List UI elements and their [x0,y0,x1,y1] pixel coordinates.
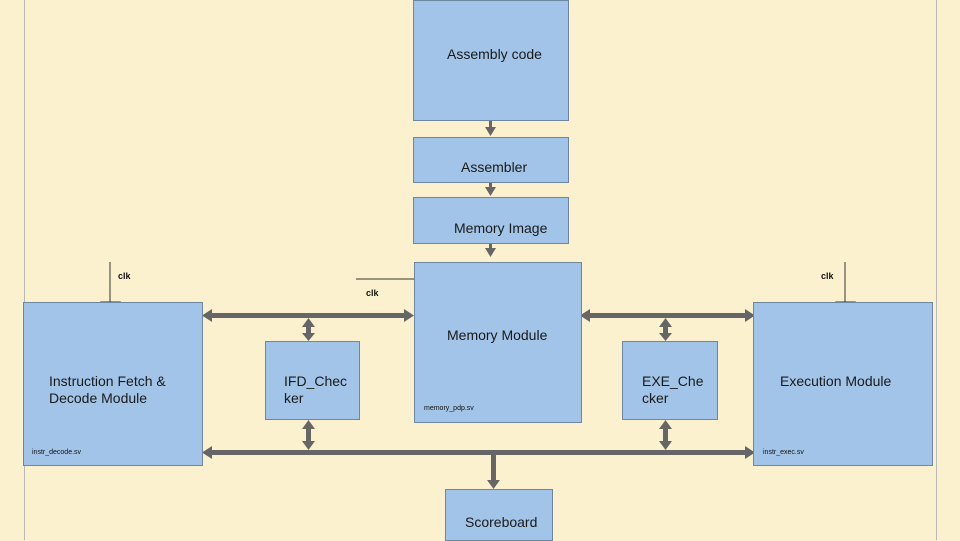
flow-arrowhead-3 [485,248,496,257]
exe-checker-bottom-link [663,426,668,444]
assembler-block: Assembler [413,137,569,183]
memory-module-file: memory_pdp.sv [424,405,474,412]
assembly-code-block: Assembly code [413,0,569,121]
clock-label-left: clk [118,271,131,281]
memory-image-block: Memory Image [413,197,569,244]
execution-module-block: Execution Module instr_exec.sv [753,302,933,466]
exe-checker-bottom-head-up [659,420,672,429]
exe-checker-top-link [663,324,668,336]
clock-label-center: clk [366,288,379,298]
bottom-bus [210,450,745,455]
ifd-checker-label: IFD_Chec ker [284,373,348,406]
instruction-fetch-decode-file: instr_decode.sv [32,449,82,456]
right-page-edge [936,0,937,540]
memory-module-block: Memory Module memory_pdp.sv [414,262,582,423]
ifd-checker-top-head-up [302,318,315,327]
ifd-checker-block: IFD_Chec ker [265,341,360,420]
scoreboard-link-head [487,480,500,489]
assembler-label: Assembler [461,159,528,175]
bottom-bus-head-right [745,446,755,459]
right-upper-bus-head-right [745,309,755,322]
flow-arrow-shaft-2 [489,182,492,188]
right-upper-bus [588,313,745,318]
ifd-checker-top-link [306,324,311,336]
left-upper-bus-head-left [202,309,212,322]
ifd-checker-bottom-link [306,426,311,444]
exe-checker-top-head-up [659,318,672,327]
scoreboard-link [491,455,496,482]
right-upper-bus-head-left [580,309,590,322]
flow-arrowhead-1 [485,127,496,136]
instruction-fetch-decode-block: Instruction Fetch & Decode Module instr_… [23,302,203,466]
clock-label-right: clk [821,271,834,281]
left-upper-bus-head-right [404,309,414,322]
flow-arrowhead-2 [485,187,496,196]
scoreboard-label: Scoreboard [465,514,538,530]
scoreboard-block: Scoreboard [445,489,553,541]
ifd-checker-bottom-head-down [302,441,315,450]
instruction-fetch-decode-label: Instruction Fetch & Decode Module [49,373,166,406]
left-upper-bus [210,313,406,318]
flow-arrow-shaft-3 [489,243,492,249]
exe-checker-label: EXE_Che cker [642,373,704,406]
exe-checker-top-head-down [659,333,672,341]
execution-module-label: Execution Module [780,373,892,389]
left-page-edge [24,0,25,540]
ifd-checker-top-head-down [302,333,315,341]
flow-arrow-shaft-1 [489,120,492,128]
assembly-code-label: Assembly code [447,46,542,62]
exe-checker-bottom-head-down [659,441,672,450]
memory-module-label: Memory Module [447,327,548,343]
bottom-bus-head-left [202,446,212,459]
exe-checker-block: EXE_Che cker [622,341,718,420]
execution-module-file: instr_exec.sv [763,449,804,456]
memory-image-label: Memory Image [454,220,548,236]
ifd-checker-bottom-head-up [302,420,315,429]
